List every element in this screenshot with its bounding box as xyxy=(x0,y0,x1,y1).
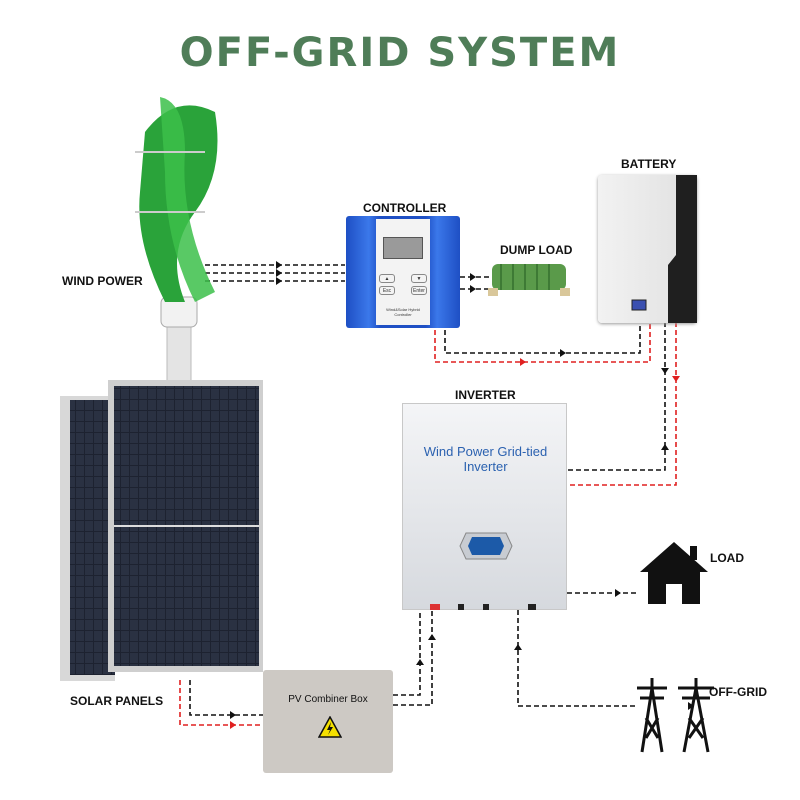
arrow-icon xyxy=(560,349,669,450)
high-voltage-warning-icon xyxy=(318,716,342,738)
solar-combiner-pos xyxy=(179,680,263,726)
solar-panels-label: SOLAR PANELS xyxy=(70,694,164,708)
controller-name: Wind&Solar Hybrid Controller xyxy=(386,307,420,317)
pv-combiner-box: PV Combiner Box xyxy=(263,670,393,773)
ctrl-battery-pos xyxy=(434,322,651,363)
inverter-name-line1: Wind Power Grid-tied xyxy=(423,444,548,459)
ctrl-battery-neg xyxy=(444,322,641,354)
controller-label: CONTROLLER xyxy=(363,201,447,215)
page-title: OFF-GRID SYSTEM xyxy=(179,30,621,76)
inverter-label: INVERTER xyxy=(455,388,516,402)
dump-load-label: DUMP LOAD xyxy=(500,243,573,257)
battery xyxy=(598,175,697,323)
enter-button[interactable]: Enter xyxy=(411,286,427,295)
arrow-icon xyxy=(276,261,282,285)
dump-load-resistor xyxy=(488,264,570,296)
off-grid-label: OFF-GRID xyxy=(709,685,767,699)
up-button[interactable]: ▲ xyxy=(379,274,395,283)
inverter-display-icon xyxy=(459,532,513,560)
battery-inverter-pos xyxy=(567,322,677,486)
esc-button[interactable]: Esc xyxy=(379,286,395,295)
wind-turbine xyxy=(135,97,218,387)
solar-combiner-neg xyxy=(189,680,263,716)
inverter-grid-wire xyxy=(517,610,635,707)
combiner-inverter-1 xyxy=(393,610,421,696)
power-tower-icon xyxy=(637,678,714,753)
wind-power-label: WIND POWER xyxy=(62,274,143,288)
arrow-icon xyxy=(470,273,476,293)
inverter-name-line2: Inverter xyxy=(463,459,508,474)
lcd-display xyxy=(383,237,423,259)
solar-panels xyxy=(60,380,263,681)
charge-controller: ▲ ▼ Esc Enter Wind&Solar Hybrid Controll… xyxy=(346,216,460,328)
combiner-label: PV Combiner Box xyxy=(288,694,368,705)
down-button[interactable]: ▼ xyxy=(411,274,427,283)
load-label: LOAD xyxy=(710,551,744,565)
battery-label: BATTERY xyxy=(621,157,677,171)
combiner-inverter-2 xyxy=(393,610,433,706)
house-icon xyxy=(640,542,708,604)
